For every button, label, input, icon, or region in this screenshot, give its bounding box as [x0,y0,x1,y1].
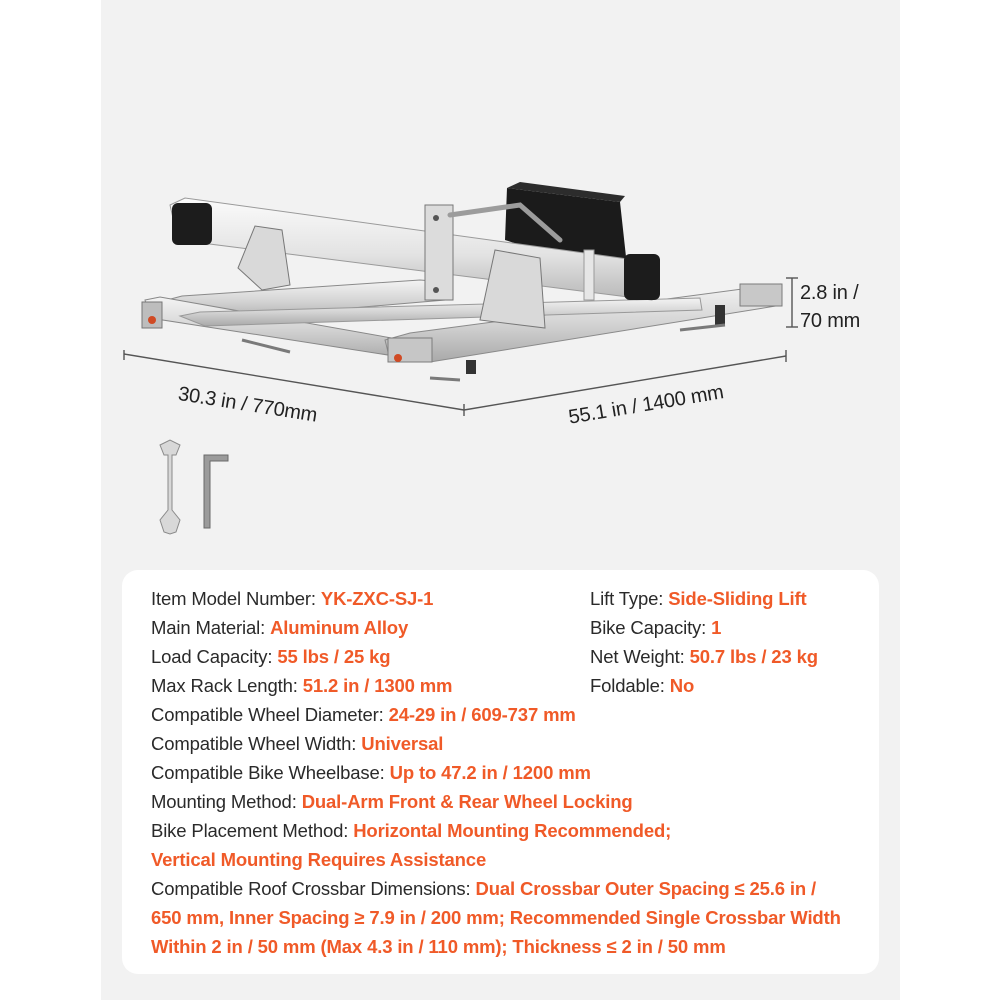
tube-brackets [237,202,563,329]
spec-column-right: Lift Type: Side-Sliding Lift Bike Capaci… [590,584,870,700]
spec-row-lift-type: Lift Type: Side-Sliding Lift [590,588,807,609]
spec-row-bike-capacity: Bike Capacity: 1 [590,617,722,638]
spec-row-wheel-diameter: Compatible Wheel Diameter: 24-29 in / 60… [151,704,576,725]
frame-rail-inner [178,297,703,327]
crossbar-clamps [241,323,726,382]
height-imperial: 2.8 in / [800,282,859,304]
storage-bag [505,182,628,275]
spec-row-crossbar-dimensions-cont-2: Within 2 in / 50 mm (Max 4.3 in / 110 mm… [151,936,726,957]
spec-row-bike-placement: Bike Placement Method: Horizontal Mounti… [151,820,672,841]
spec-row-mounting-method: Mounting Method: Dual-Arm Front & Rear W… [151,791,633,812]
height-dimension-label: 2.8 in / 70 mm [800,279,860,335]
height-metric: 70 mm [800,310,861,332]
dimension-lines [123,277,798,416]
spec-row-crossbar-dimensions-cont: 650 mm, Inner Spacing ≥ 7.9 in / 200 mm;… [151,907,841,928]
bike-rack-illustration [123,182,798,535]
spec-row-net-weight: Net Weight: 50.7 lbs / 23 kg [590,646,818,667]
spec-card: Item Model Number: YK-ZXC-SJ-1 Main Mate… [122,570,879,974]
spec-row-crossbar-dimensions: Compatible Roof Crossbar Dimensions: Dua… [151,878,816,899]
spec-row-max-rack-length: Max Rack Length: 51.2 in / 1300 mm [151,675,453,696]
spec-row-foldable: Foldable: No [590,675,695,696]
spec-row-main-material: Main Material: Aluminum Alloy [151,617,409,638]
spec-row-model-number: Item Model Number: YK-ZXC-SJ-1 [151,588,434,609]
spec-row-wheel-width: Compatible Wheel Width: Universal [151,733,444,754]
hex-key-icon [203,454,229,529]
wrench-icon [159,439,181,535]
spec-row-load-capacity: Load Capacity: 55 lbs / 25 kg [151,646,391,667]
spec-column-left: Item Model Number: YK-ZXC-SJ-1 Main Mate… [151,584,871,961]
spec-row-bike-placement-cont: Vertical Mounting Requires Assistance [151,849,487,870]
spec-row-bike-wheelbase: Compatible Bike Wheelbase: Up to 47.2 in… [151,762,591,783]
